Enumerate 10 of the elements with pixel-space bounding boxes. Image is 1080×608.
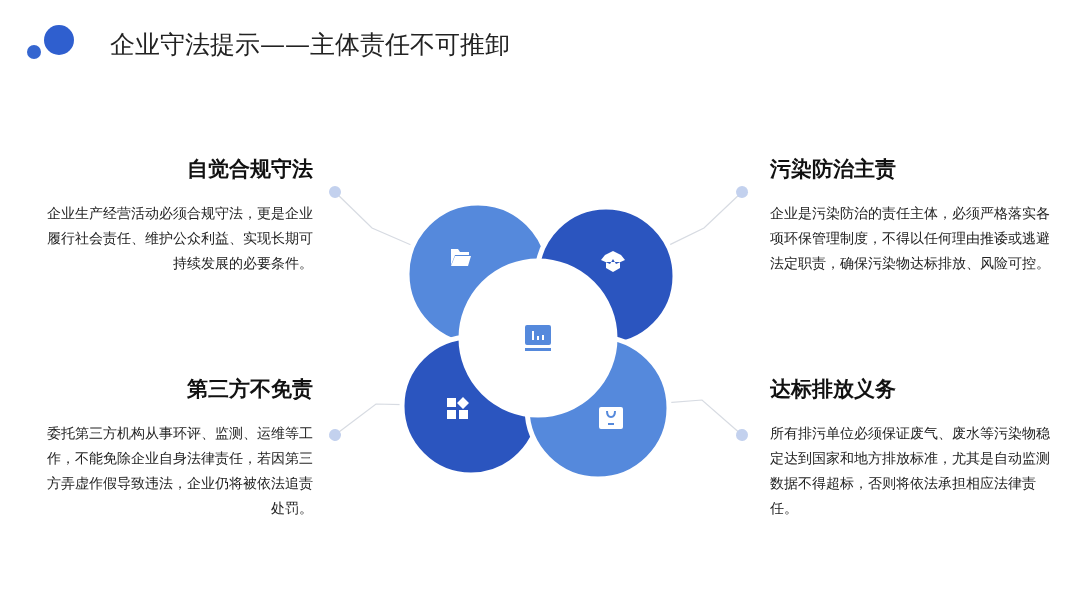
description-text: 委托第三方机构从事环评、监测、运维等工作，不能免除企业自身法律责任，若因第三方弄虚作假导致违法，企业仍将被依法追责处罚。 [46,424,313,518]
section-heading: 第三方不免责 [187,376,313,403]
slide-title: 企业守法提示——主体责任不可推卸 [110,29,510,61]
section-heading: 污染防治主责 [770,156,896,183]
description-text: 所有排污单位必须保证废气、废水等污染物稳定达到国家和地方排放标准，尤其是自动监测数据不得超标，否则将依法承担相应法律责任。 [770,424,1050,518]
leader-line [667,186,748,247]
section-heading: 自觉合规守法 [187,156,313,183]
section-heading: 达标排放义务 [770,376,896,403]
description-text: 企业生产经营活动必须合规守法，更是企业履行社会责任、维护公众利益、实现长期可持续发展的必要条件。 [46,204,313,273]
description-text: 企业是污染防治的责任主体，必须严格落实各项环保管理制度，不得以任何理由推诿或逃避法定职责，确保污染物达标排放、风险可控。 [770,204,1050,273]
